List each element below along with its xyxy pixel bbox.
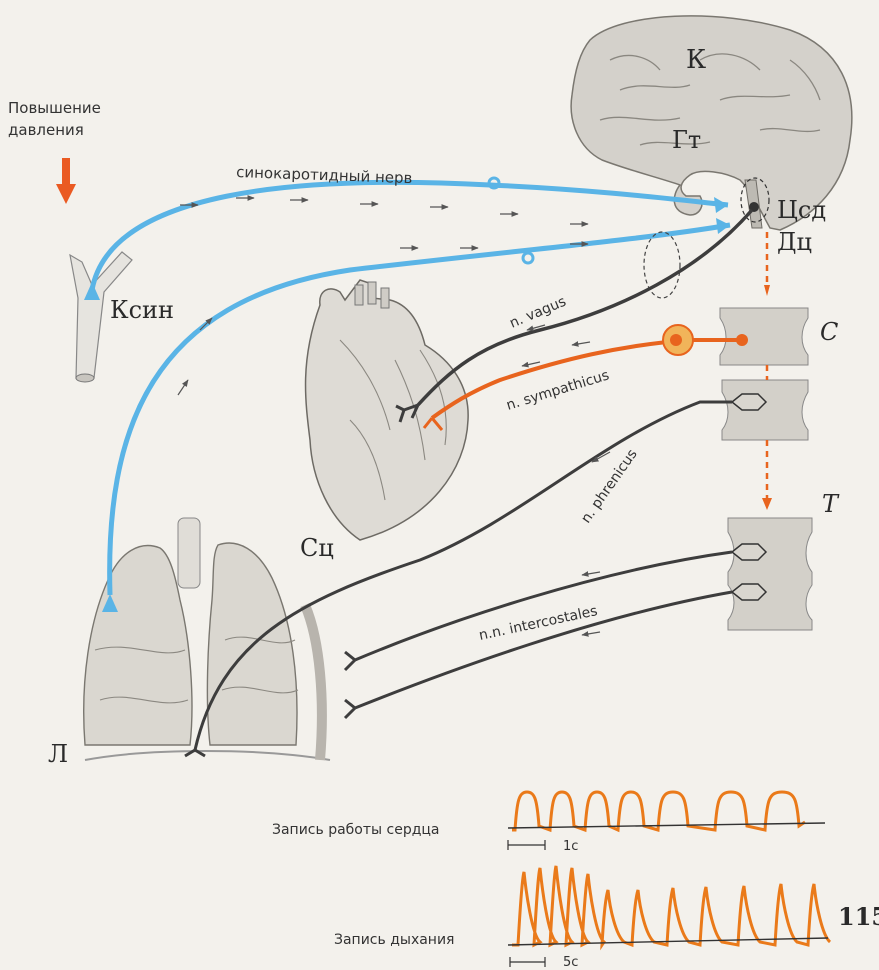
breath-trace [512,866,830,945]
spinal-segment-thoracic [728,518,812,630]
heart-scale-label: 1с [563,839,578,854]
breath-scale-label: 5с [563,955,578,970]
respiratory-center-label: Дц [777,228,812,256]
breathing-recording: Запись дыхания 5с [334,866,830,970]
lungs-label: Л [48,740,68,768]
sinocarotid-nerve-label: синокаротидный нерв [236,163,413,187]
cortex-label: К [686,45,706,75]
thoracic-segment-label: Т [822,490,840,518]
pressure-arrow-icon [56,158,76,204]
pressure-label-line1: Повышение [8,99,101,117]
spinal-segment-cervical [720,308,808,365]
hypothalamus-label: Гт [672,126,701,154]
vasomotor-center-label: Цсд [777,196,826,224]
heart-record-label: Запись работы сердца [272,822,440,838]
page-number: 115 [838,902,879,931]
pressure-label-line2: давления [8,121,84,139]
intercostal-nerve-1 [355,552,732,660]
lungs-illustration [84,518,330,760]
carotid-sinus-label: Ксин [110,296,174,324]
intercostal-nerve-2 [355,592,732,708]
phrenicus-label: n. phrenicus [578,446,641,526]
spinal-segment-cervical-2 [722,380,808,440]
cervical-segment-label: С [820,318,838,346]
heart-label: Сц [300,534,334,562]
heart-recording: Запись работы сердца 1с [272,792,825,854]
breath-record-label: Запись дыхания [334,932,454,948]
